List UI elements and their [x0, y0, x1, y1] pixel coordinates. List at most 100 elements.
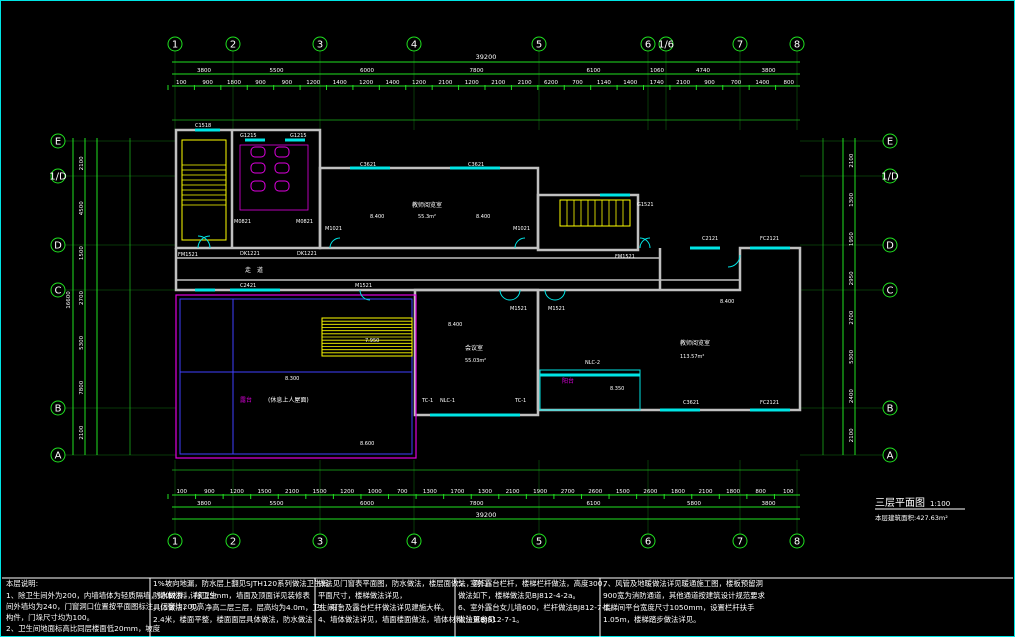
axis-bottom-3: 4: [406, 533, 422, 549]
dims-top2-4: 6100: [587, 68, 601, 74]
axis-top-0-label: 1: [172, 40, 178, 51]
axis-top-7: 7: [732, 36, 748, 52]
notes-c2-line-1: 防水做法，详见15mm，墙面及顶面详见装修表: [153, 591, 310, 600]
axis-left-2-label: D: [54, 241, 62, 252]
dims-bot1-13: 1900: [533, 489, 547, 495]
axis-bottom-4-label: 5: [536, 537, 542, 548]
axis-bottom-2: 3: [312, 533, 328, 549]
dims-bot1-22: 100: [783, 489, 794, 495]
dims-top3-20: 900: [704, 80, 715, 86]
label-room3-area: 113.57m²: [680, 354, 704, 360]
dims-top3-8: 1400: [386, 80, 400, 86]
dims-right-7: 2100: [849, 428, 855, 442]
label-c3621b: C3621: [468, 162, 484, 168]
dims-bot2-0: 3800: [197, 501, 211, 507]
axis-left-1: 1/D: [49, 168, 67, 184]
stair-terrace: [321, 317, 413, 357]
label-c2421: C2421: [240, 283, 256, 289]
axis-left-4: B: [50, 400, 66, 416]
dims-top3-1: 900: [202, 80, 213, 86]
dims-top2-7: 3800: [762, 68, 776, 74]
label-terrace: 露台: [240, 396, 252, 404]
dims-bot1-9: 1300: [423, 489, 437, 495]
axis-top-0: 1: [167, 36, 183, 52]
label-tc1a: TC-1: [421, 398, 433, 404]
level-2: 8.400: [448, 322, 462, 328]
dim-left-total: 16600: [66, 291, 72, 309]
axis-left-1-label: 1/D: [49, 172, 67, 183]
label-dk1221b: DK1221: [297, 251, 317, 257]
notes-c3-line-3: 4、墙体做法详见，墙面楼面做法，墙体材料,位置参见: [318, 615, 495, 624]
terrace-outline: [175, 294, 417, 459]
axis-right-4-label: B: [887, 404, 894, 415]
axis-bottom-1-label: 2: [230, 537, 236, 548]
dims-top3-14: 6200: [544, 80, 558, 86]
stair-left: [181, 139, 227, 241]
dims-bot1-6: 1200: [340, 489, 354, 495]
dims-top3-5: 1200: [306, 80, 320, 86]
dims-top2-3: 7800: [470, 68, 484, 74]
axis-right-5: A: [882, 447, 898, 463]
axis-center-lines: [65, 51, 883, 534]
dims-bot2-5: 5800: [687, 501, 701, 507]
notes-c4-line-2: 6、室外露台女儿墙600，栏杆做法BJ812-7-1。: [458, 603, 616, 612]
axis-left-5-label: A: [55, 451, 62, 462]
label-dk1221a: DK1221: [240, 251, 260, 257]
balcony-outline: [539, 369, 641, 411]
axis-bottom-4: 5: [531, 533, 547, 549]
plan-labels: C1518 G1215 G1215 C3621 C3621 教师阅览室 55.3…: [178, 123, 779, 447]
axis-top-6-label: 1/6: [658, 40, 674, 51]
dims-bot1-15: 2600: [588, 489, 602, 495]
dims-top3-18: 1740: [650, 80, 664, 86]
axis-top-2-label: 3: [317, 40, 323, 51]
axis-left-0-label: E: [55, 137, 61, 148]
dims-top3-23: 800: [784, 80, 795, 86]
dims-top3-22: 1400: [755, 80, 769, 86]
dims-top3-9: 1200: [412, 80, 426, 86]
dims-bot1-20: 1800: [726, 489, 740, 495]
dims-top2-2: 6000: [360, 68, 374, 74]
axis-bottom-6-label: 7: [737, 537, 743, 548]
stair-right: [559, 199, 631, 227]
axis-top-3-label: 4: [411, 40, 417, 51]
dims-left-5: 7800: [79, 380, 85, 394]
label-m1521c: M1521: [548, 306, 565, 312]
level-7: 8.300: [285, 376, 299, 382]
notes-c2-line-3: 2.4米，楼面平整，楼面面层具体做法，防水做法: [153, 615, 313, 624]
notes-c5-line-3: 1.05m，楼梯踏步做法详见。: [603, 615, 701, 624]
notes-c1-line-1: 间外墙均为240，门窗洞口位置按平面图标注，门窗均200高: [6, 602, 204, 611]
dims-left-0: 2100: [79, 156, 85, 170]
dim-top-total: 39200: [476, 53, 497, 61]
drawing-title: 三层平面图: [875, 497, 925, 509]
axis-top-8-label: 8: [794, 40, 800, 51]
dims-top3-0: 100: [176, 80, 187, 86]
notes-c5-line-0: 7、风管及地暖做法详见暖通施工图，楼板预留洞: [603, 579, 763, 588]
dims-bot2-2: 6000: [360, 501, 374, 507]
dims-top2-1: 5500: [270, 68, 284, 74]
label-fm1521: FM1521: [615, 254, 635, 260]
dims-top3-11: 1200: [465, 80, 479, 86]
label-m1521b: M1521: [510, 306, 527, 312]
axis-left-0: E: [50, 133, 66, 149]
dims-right-2: 1950: [849, 232, 855, 246]
axis-left-5: A: [50, 447, 66, 463]
label-nlc1: NLC-1: [440, 398, 455, 404]
label-balcony: 阳台: [562, 377, 574, 385]
building-walls: [174, 128, 802, 417]
notes-c5-line-2: 楼梯间平台宽度尺寸1050mm，设置栏杆扶手: [603, 603, 755, 612]
dims-left-3: 2700: [79, 291, 85, 305]
axis-top-1-label: 2: [230, 40, 236, 51]
dims-right-6: 2400: [849, 389, 855, 403]
dims-top3-13: 2100: [518, 80, 532, 86]
label-c3621a: C3621: [360, 162, 376, 168]
dims-bot1-3: 1500: [257, 489, 271, 495]
label-terrace-sub: (休息上人屋面): [268, 396, 309, 404]
dims-bot1-4: 2100: [285, 489, 299, 495]
axis-left-2: D: [50, 237, 66, 253]
label-g1215b: G1215: [290, 133, 307, 139]
dims-top3-2: 1800: [227, 80, 241, 86]
